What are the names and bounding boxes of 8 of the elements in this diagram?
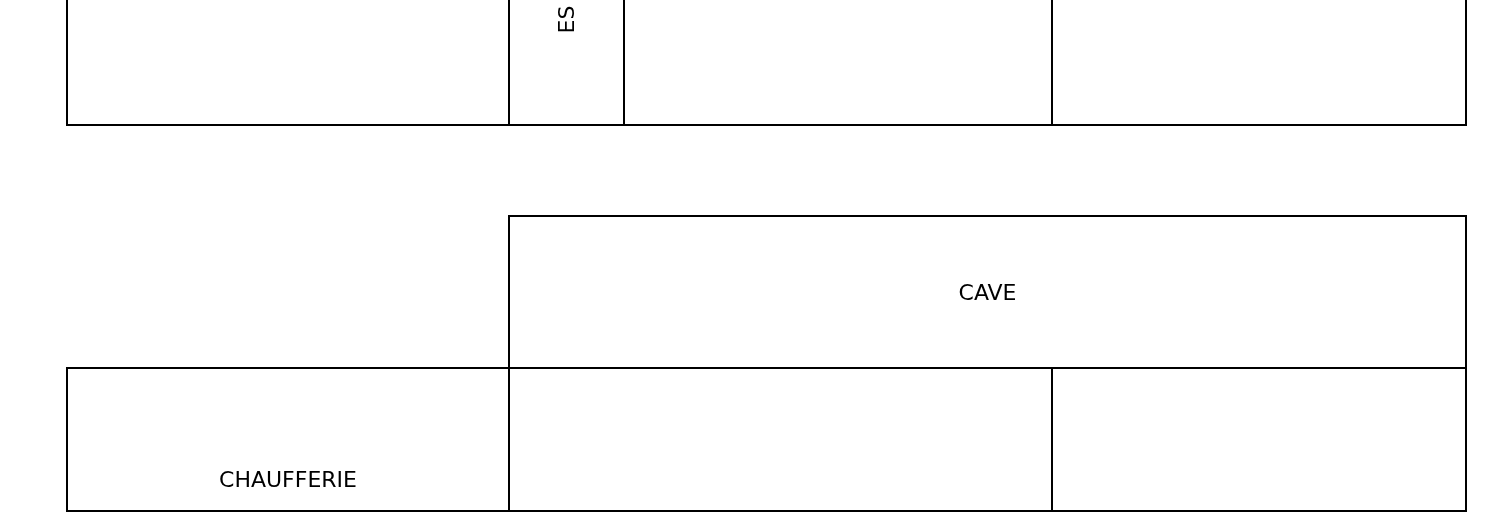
room-outline [66,0,510,126]
room-outline [1051,367,1467,512]
room-label: CAVE [958,279,1017,305]
room-label: CHAUFFERIE [219,467,357,492]
room-outline [66,367,510,512]
room-outline [508,215,1467,369]
room-label: ES [554,6,579,34]
room-outline [1051,0,1467,126]
